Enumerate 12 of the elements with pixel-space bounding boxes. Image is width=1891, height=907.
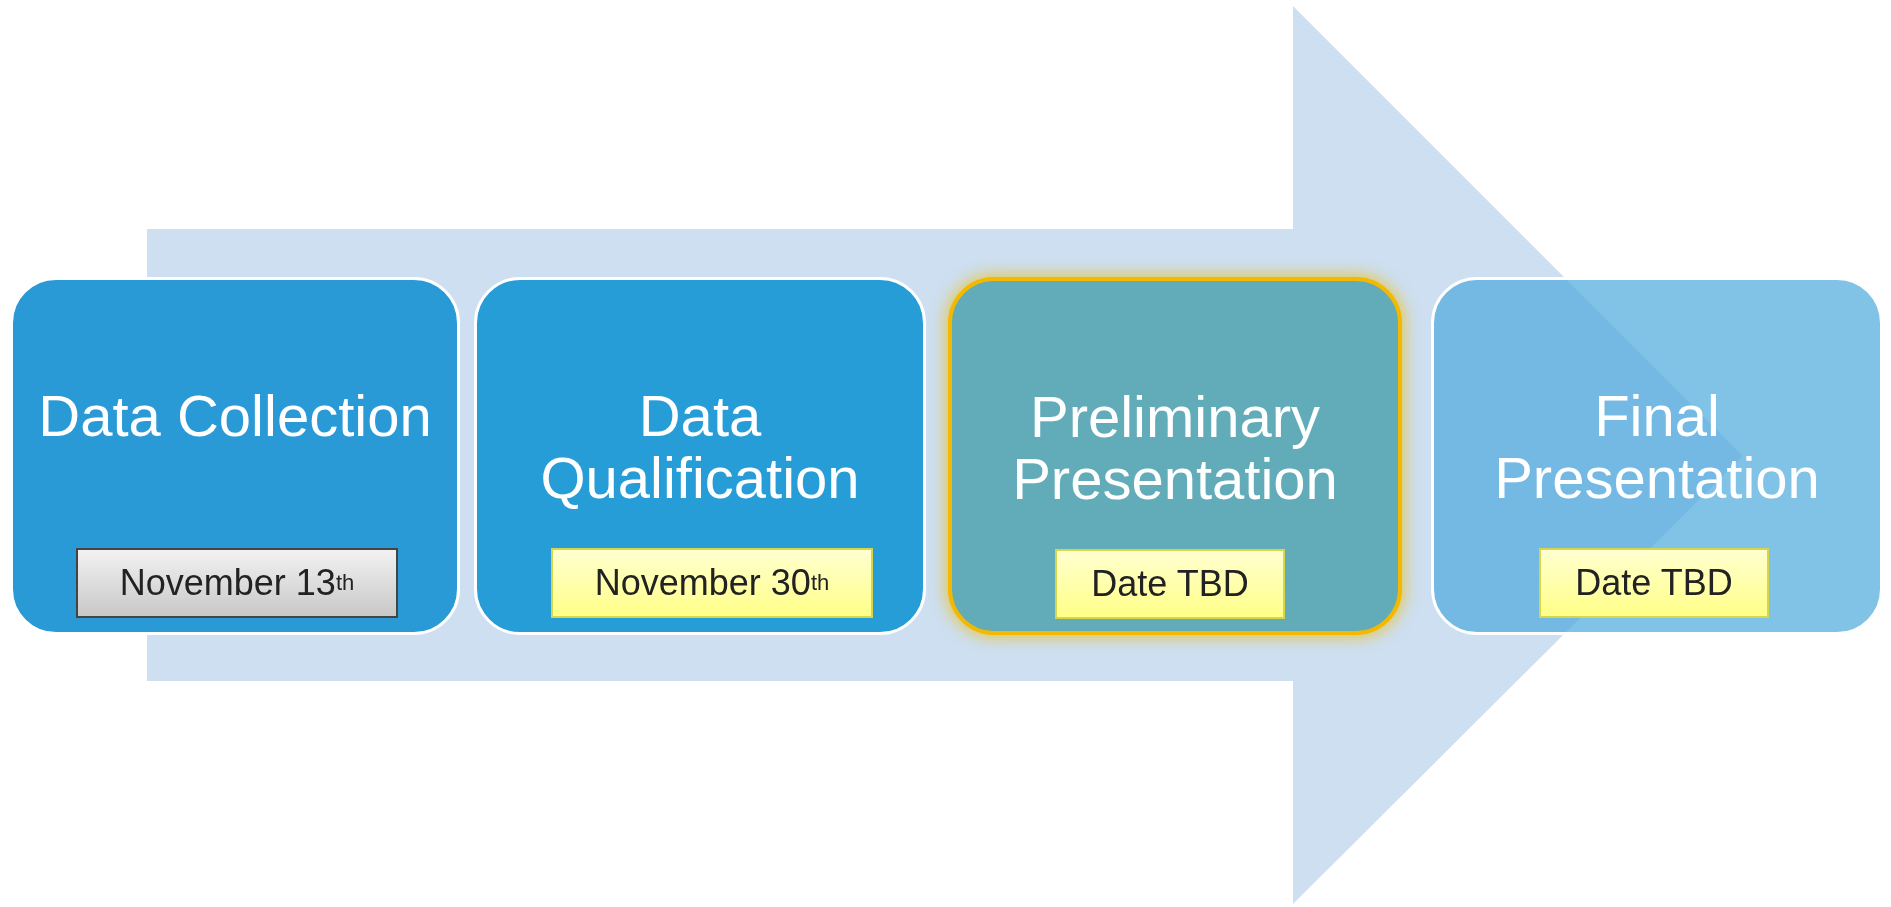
stage-title: Final Presentation [1493, 385, 1821, 509]
date-tag: November 13$^{th}$ [76, 548, 398, 618]
stage-box [10, 277, 460, 635]
stage-title: Preliminary Presentation [1011, 386, 1339, 510]
stage-box [948, 277, 1402, 635]
stage-box [1431, 277, 1883, 635]
date-tag: Date TBD [1055, 549, 1285, 619]
date-tag: Date TBD [1539, 548, 1769, 618]
stage-title: Data Qualification [539, 385, 861, 509]
date-tag: November 30$^{th}$ [551, 548, 873, 618]
stage-box [474, 277, 926, 635]
stage-title: Data Collection [37, 385, 433, 447]
